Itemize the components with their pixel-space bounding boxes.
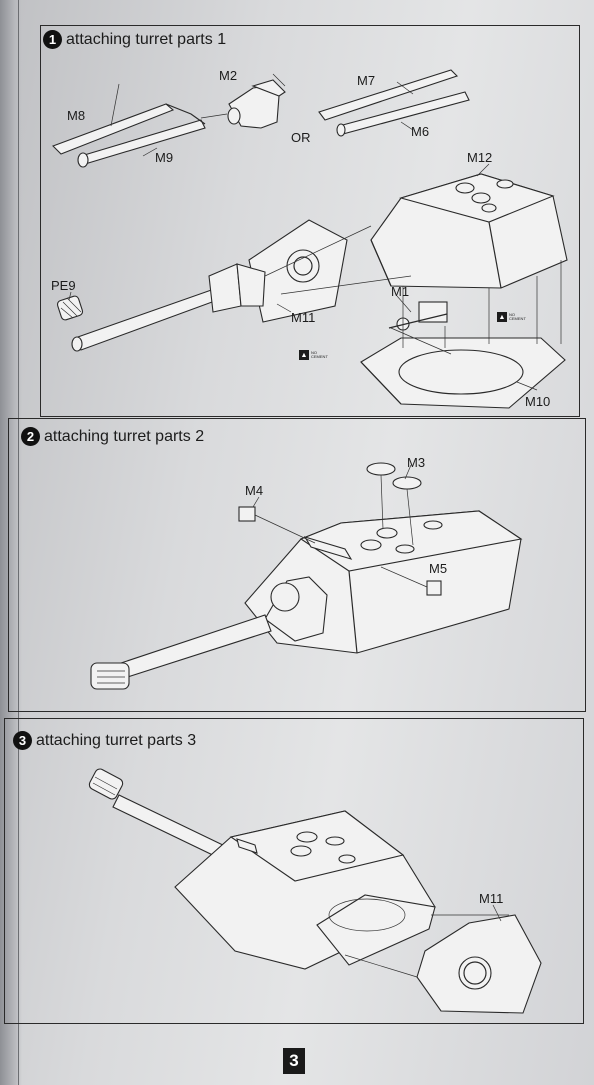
step-1-diagram bbox=[52, 69, 568, 409]
turret-rear-view bbox=[174, 810, 436, 970]
glue-bottle-icon: ▲ bbox=[497, 312, 507, 322]
step-1-number: 1 bbox=[43, 30, 62, 49]
muzzle-brake-pe9 bbox=[56, 295, 84, 321]
step-2-header: 2 attaching turret parts 2 bbox=[21, 427, 204, 446]
periscope-m5 bbox=[380, 566, 442, 596]
assembly-guide-lines bbox=[264, 225, 562, 355]
hatch-parts-m3 bbox=[366, 462, 422, 546]
part-label-m2: M2 bbox=[219, 68, 238, 83]
gun-barrel-step-3 bbox=[88, 768, 228, 860]
part-label-m12: M12 bbox=[467, 150, 493, 165]
step-3-diagram bbox=[88, 768, 542, 1014]
mantlet-plate-m11 bbox=[248, 219, 348, 323]
step-1-panel: 1 attaching turret parts 1 bbox=[40, 25, 580, 417]
part-label-pe9: PE9 bbox=[51, 278, 76, 293]
no-cement-text-1: NO CEMENT bbox=[311, 349, 328, 359]
gun-bracket-m1 bbox=[388, 301, 448, 331]
part-label-m10: M10 bbox=[525, 394, 551, 409]
no-cement-mark-2: ▲ NO CEMENT bbox=[497, 312, 527, 322]
or-label: OR bbox=[291, 130, 311, 145]
step-3-header: 3 attaching turret parts 3 bbox=[13, 731, 196, 750]
part-label-m6: M6 bbox=[411, 124, 430, 139]
step-3-number: 3 bbox=[13, 731, 32, 750]
step-2-panel: 2 attaching turret parts 2 bbox=[8, 418, 586, 712]
binding-line bbox=[18, 0, 19, 1085]
step-1-title: attaching turret parts 1 bbox=[66, 30, 227, 48]
barrel-halves-m8-m9 bbox=[52, 83, 206, 168]
part-label-m1: M1 bbox=[391, 284, 410, 299]
step-1-header: 1 attaching turret parts 1 bbox=[43, 30, 226, 49]
no-cement-mark-1: ▲ NO CEMENT bbox=[299, 350, 329, 360]
mantlet-part-m2 bbox=[200, 79, 286, 129]
glue-bottle-icon: ▲ bbox=[299, 350, 309, 360]
part-label-m11-step-3: M11 bbox=[479, 891, 504, 906]
periscope-m4 bbox=[238, 506, 316, 544]
step-2-title: attaching turret parts 2 bbox=[44, 427, 205, 445]
step-2-number: 2 bbox=[21, 427, 40, 446]
page-number: 3 bbox=[283, 1048, 305, 1074]
part-label-m5: M5 bbox=[429, 561, 448, 576]
part-label-m9: M9 bbox=[155, 150, 174, 165]
no-cement-text-2: NO CEMENT bbox=[509, 311, 526, 321]
step-3-panel: 3 attaching turret parts 3 M1 bbox=[4, 718, 584, 1024]
turret-body-m12 bbox=[370, 173, 568, 289]
rear-plate-m11 bbox=[344, 914, 542, 1014]
part-label-m7: M7 bbox=[357, 73, 376, 88]
step-2-diagram bbox=[90, 462, 523, 690]
turret-base-m10 bbox=[360, 337, 566, 409]
binding-edge-shadow bbox=[0, 0, 22, 1085]
part-label-m4: M4 bbox=[245, 483, 264, 498]
step-3-title: attaching turret parts 3 bbox=[36, 731, 197, 749]
barrel-halves-m7-m6 bbox=[318, 69, 470, 137]
part-label-m3: M3 bbox=[407, 455, 426, 470]
gun-mantlet-step-2 bbox=[264, 576, 328, 642]
gun-barrel-step-2 bbox=[90, 614, 272, 690]
gun-barrel-assembled bbox=[71, 263, 266, 352]
part-label-m8: M8 bbox=[67, 108, 86, 123]
part-label-m11: M11 bbox=[291, 310, 316, 325]
